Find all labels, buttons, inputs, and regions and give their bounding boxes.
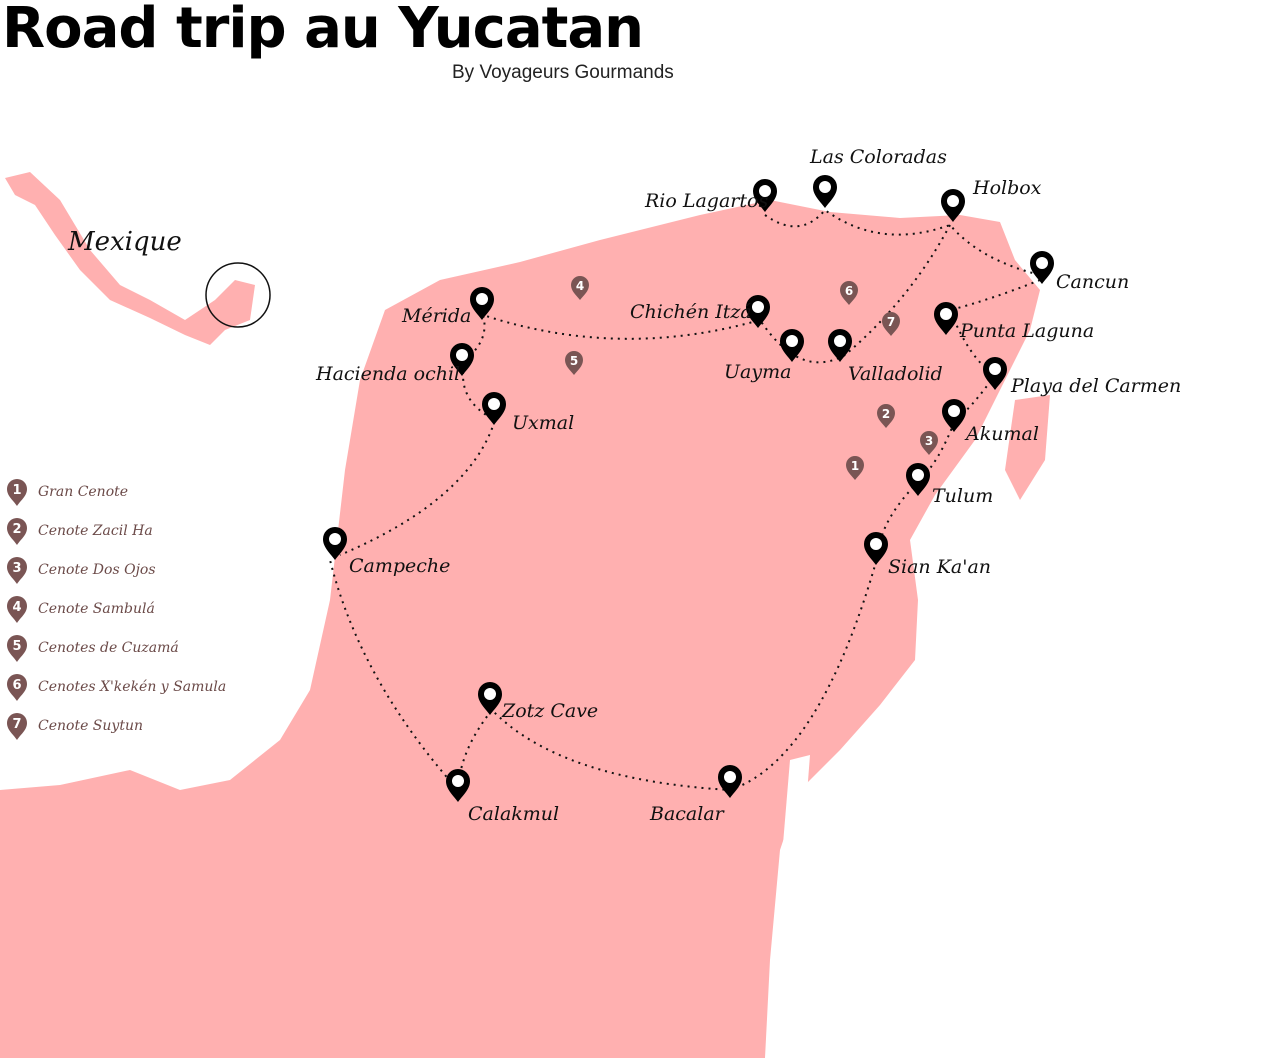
- legend-label: Cenote Suytun: [38, 717, 143, 734]
- place-label: Akumal: [964, 423, 1039, 445]
- place-pin[interactable]: Akumal: [942, 399, 1039, 445]
- yucatan-highlight-circle: [205, 262, 271, 328]
- legend-item: 3 Cenote Dos Ojos: [6, 550, 226, 589]
- bacalar-lagoon: [780, 755, 810, 900]
- legend-label: Gran Cenote: [38, 483, 129, 500]
- place-label: Sian Ka'an: [888, 556, 991, 578]
- place-pin[interactable]: Bacalar: [649, 765, 742, 825]
- cenote-pin-icon: 6: [7, 673, 27, 701]
- place-pin[interactable]: Zotz Cave: [478, 682, 598, 722]
- cenote-number: 2: [882, 407, 890, 421]
- place-pin[interactable]: Valladolid: [828, 329, 943, 385]
- cenote-number: 4: [576, 279, 584, 293]
- cenote-pin-icon: 5: [7, 634, 27, 662]
- cenote-pin-icon: 7: [7, 712, 27, 740]
- place-label: Punta Laguna: [959, 320, 1094, 342]
- cenote-pin-icon: 2: [7, 517, 27, 545]
- place-label: Holbox: [972, 177, 1042, 199]
- cenote-pin-icon: [882, 312, 900, 336]
- cenote-pin[interactable]: 7: [882, 312, 900, 336]
- legend-number: 4: [12, 600, 21, 615]
- legend-label: Cenote Zacil Ha: [38, 522, 153, 539]
- cenote-number: 3: [925, 434, 933, 448]
- mexico-inset-shape: [5, 172, 255, 345]
- place-pin[interactable]: Holbox: [941, 177, 1042, 222]
- place-pin[interactable]: Campeche: [323, 527, 450, 577]
- place-pin[interactable]: Rio Lagartos: [644, 179, 777, 212]
- place-pin[interactable]: Mérida: [401, 287, 494, 327]
- legend-item: 4 Cenote Sambulá: [6, 589, 226, 628]
- place-label: Chichén Itzá: [630, 301, 752, 323]
- cenote-pin[interactable]: 1: [846, 456, 864, 480]
- cenote-number: 5: [570, 354, 578, 368]
- place-pin[interactable]: Calakmul: [446, 769, 559, 825]
- legend-item: 2 Cenote Zacil Ha: [6, 511, 226, 550]
- place-pin[interactable]: Las Coloradas: [809, 146, 947, 208]
- place-label: Calakmul: [468, 803, 559, 825]
- cenote-pin[interactable]: 3: [920, 431, 938, 455]
- legend-item: 7 Cenote Suytun: [6, 706, 226, 745]
- cenote-legend: 1 Gran Cenote 2 Cenote Zacil Ha 3 Cenote Dos …: [6, 472, 226, 745]
- place-label: Valladolid: [848, 363, 943, 385]
- legend-number: 7: [12, 717, 21, 732]
- cenote-number: 1: [851, 459, 859, 473]
- cozumel-island: [1005, 395, 1050, 500]
- cenote-pin-icon: [840, 281, 858, 305]
- cenote-pin[interactable]: 4: [571, 276, 589, 300]
- cenote-pin[interactable]: 5: [565, 351, 583, 375]
- legend-number: 6: [12, 678, 21, 693]
- legend-item: 6 Cenotes X'kekén y Samula: [6, 667, 226, 706]
- cenote-pin-icon: 1: [7, 478, 27, 506]
- legend-number: 1: [12, 483, 21, 498]
- cenote-pin[interactable]: 6: [840, 281, 858, 305]
- cenote-pin[interactable]: 2: [877, 404, 895, 428]
- cenote-pin-icon: [846, 456, 864, 480]
- cenote-number: 6: [845, 284, 853, 298]
- place-label: Cancun: [1056, 271, 1129, 293]
- place-pin[interactable]: Sian Ka'an: [864, 532, 991, 578]
- page-title: Road trip au Yucatan: [2, 0, 644, 61]
- peninsula-land: [0, 200, 1040, 1058]
- place-label: Bacalar: [649, 803, 726, 825]
- place-label: Hacienda ochil: [315, 363, 460, 385]
- place-pin[interactable]: Uxmal: [482, 392, 574, 434]
- cenote-pin-icon: [565, 351, 583, 375]
- place-pin[interactable]: Hacienda ochil: [315, 343, 474, 385]
- legend-label: Cenotes de Cuzamá: [38, 639, 179, 656]
- legend-item: 5 Cenotes de Cuzamá: [6, 628, 226, 667]
- place-label: Uayma: [724, 361, 791, 383]
- legend-label: Cenotes X'kekén y Samula: [38, 678, 227, 695]
- country-label: Mexique: [67, 227, 182, 257]
- place-label: Las Coloradas: [809, 146, 947, 168]
- place-label: Uxmal: [512, 412, 574, 434]
- legend-number: 5: [12, 639, 21, 654]
- cenote-pin-icon: [571, 276, 589, 300]
- place-pin[interactable]: Punta Laguna: [934, 302, 1094, 342]
- place-label: Tulum: [932, 485, 993, 507]
- place-pin[interactable]: Playa del Carmen: [983, 357, 1181, 397]
- cenote-pin-icon: [877, 404, 895, 428]
- place-label: Zotz Cave: [501, 700, 598, 722]
- page-subtitle: By Voyageurs Gourmands: [452, 62, 674, 83]
- cenote-pin-icon: 3: [7, 556, 27, 584]
- place-label: Mérida: [401, 305, 471, 327]
- legend-label: Cenote Sambulá: [38, 600, 155, 617]
- place-label: Campeche: [349, 555, 450, 577]
- legend-number: 3: [12, 561, 21, 576]
- place-label: Rio Lagartos: [644, 190, 768, 212]
- legend-label: Cenote Dos Ojos: [38, 561, 156, 578]
- place-pin[interactable]: Tulum: [906, 463, 993, 507]
- cenote-pin-icon: [920, 431, 938, 455]
- cenote-pin-icon: 4: [7, 595, 27, 623]
- place-pin[interactable]: Uayma: [724, 329, 804, 383]
- place-label: Playa del Carmen: [1010, 375, 1181, 397]
- place-pin[interactable]: Cancun: [1030, 251, 1129, 293]
- cenote-number: 7: [887, 315, 895, 329]
- legend-number: 2: [12, 522, 21, 537]
- legend-item: 1 Gran Cenote: [6, 472, 226, 511]
- place-pin[interactable]: Chichén Itzá: [630, 295, 770, 328]
